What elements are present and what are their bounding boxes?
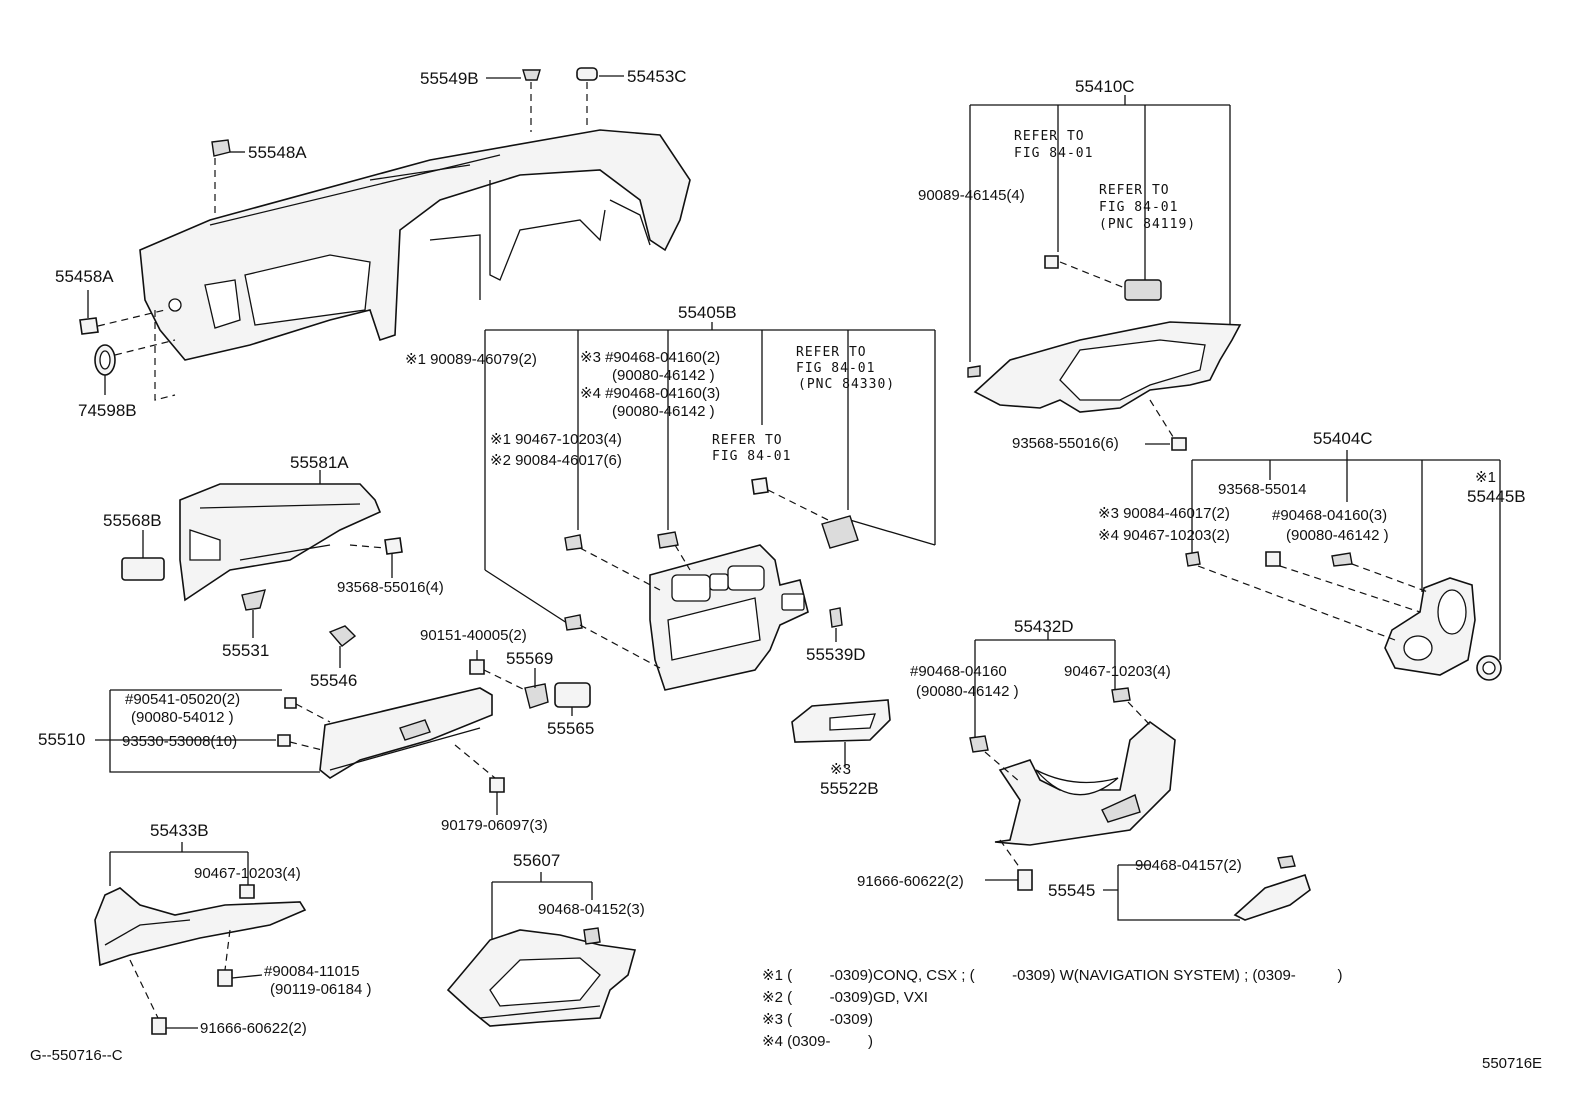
instrument-panel-drawing xyxy=(139,129,691,401)
note1-55445B-mark: ※1 xyxy=(1475,469,1496,486)
refer-3-line3: (PNC 84330) xyxy=(798,377,895,392)
image-code: 550716E xyxy=(1482,1055,1542,1072)
callout-93568-55016-4: 93568-55016(4) xyxy=(337,579,444,596)
note3-90080-46142: (90080-46142 ) xyxy=(612,367,715,384)
refer-3-line1: REFER TO xyxy=(796,345,867,360)
note1-90089-46079: ※1 90089-46079(2) xyxy=(405,351,537,368)
footnote-2: ※2 ( -0309)GD, VXI xyxy=(762,989,928,1006)
callout-55522B: 55522B xyxy=(820,779,879,798)
side-vent-panel-drawing xyxy=(1384,577,1476,676)
callout-55410C: 55410C xyxy=(1075,77,1135,96)
callout-55545: 55545 xyxy=(1048,881,1095,900)
callout-55433B: 55433B xyxy=(150,821,209,840)
ring-74598B-drawing xyxy=(94,339,176,395)
callout-91666-60622-a: 91666-60622(2) xyxy=(857,873,964,890)
component-55522B-drawing xyxy=(791,699,891,743)
center-cluster-panel-drawing xyxy=(649,544,809,691)
note3-90468-04160: ※3 #90468-04160(2) xyxy=(580,349,720,366)
steering-column-cover-drawing xyxy=(994,720,1176,846)
clip-55549B-drawing xyxy=(522,69,541,132)
callout-55569: 55569 xyxy=(506,649,553,668)
callout-90179-06097: 90179-06097(3) xyxy=(441,817,548,834)
callout-90080-46142-c: (90080-46142 ) xyxy=(916,683,1019,700)
callout-90468-04152: 90468-04152(3) xyxy=(538,901,645,918)
note4-90467-10203: ※4 90467-10203(2) xyxy=(1098,527,1230,544)
refer-1-line2: FIG 84-01 xyxy=(1014,146,1093,161)
callout-55458A: 55458A xyxy=(55,267,114,286)
figure-code: G--550716--C xyxy=(30,1047,123,1064)
callout-90468-04160-3: #90468-04160(3) xyxy=(1272,507,1387,524)
callout-90080-54012: (90080-54012 ) xyxy=(131,709,234,726)
callout-90119-06184: (90119-06184 ) xyxy=(270,981,371,998)
note4-90080-46142: (90080-46142 ) xyxy=(612,403,715,420)
callout-90467-10203-433: 90467-10203(4) xyxy=(194,865,301,882)
callout-74598B: 74598B xyxy=(78,401,137,420)
note2-90084-46017: ※2 90084-46017(6) xyxy=(490,452,622,469)
callout-55404C: 55404C xyxy=(1313,429,1373,448)
callout-91666-60622-b: 91666-60622(2) xyxy=(200,1020,307,1037)
callout-55405B: 55405B xyxy=(678,303,737,322)
footnote-4: ※4 (0309- ) xyxy=(762,1033,873,1050)
callout-93568-55014: 93568-55014 xyxy=(1218,481,1306,498)
callout-93530-53008: 93530-53008(10) xyxy=(122,733,237,750)
refer-4-line1: REFER TO xyxy=(712,433,783,448)
callout-55432D: 55432D xyxy=(1014,617,1074,636)
note4-90468-04160: ※4 #90468-04160(3) xyxy=(580,385,720,402)
glove-box-door-drawing xyxy=(319,687,493,779)
callout-55531: 55531 xyxy=(222,641,269,660)
cluster-hood-drawing xyxy=(967,255,1242,451)
callout-55510: 55510 xyxy=(38,730,85,749)
lower-panel-55433B-drawing xyxy=(94,887,307,967)
note3-55522B-mark: ※3 xyxy=(830,761,851,778)
callout-55565: 55565 xyxy=(547,719,594,738)
callout-55445B: 55445B xyxy=(1467,487,1526,506)
upper-box-drawing xyxy=(179,483,382,602)
callout-90467-10203-4: 90467-10203(4) xyxy=(1064,663,1171,680)
callout-90084-11015: #90084-11015 xyxy=(264,963,360,980)
callout-93568-55016-6: 93568-55016(6) xyxy=(1012,435,1119,452)
callout-90468-04157: 90468-04157(2) xyxy=(1135,857,1242,874)
callout-90468-04160: #90468-04160 xyxy=(910,663,1007,680)
note1-90467-10203: ※1 90467-10203(4) xyxy=(490,431,622,448)
refer-3-line2: FIG 84-01 xyxy=(796,361,875,376)
callout-55607: 55607 xyxy=(513,851,560,870)
refer-2-line3: (PNC 84119) xyxy=(1099,217,1196,232)
callout-55539D: 55539D xyxy=(806,645,866,664)
callout-55568B: 55568B xyxy=(103,511,162,530)
lower-tray-55607-drawing xyxy=(446,929,637,1027)
clip-55453C-drawing xyxy=(576,67,598,128)
callout-55548A: 55548A xyxy=(248,143,307,162)
callout-90080-46142-b: (90080-46142 ) xyxy=(1286,527,1389,544)
note3-90084-46017: ※3 90084-46017(2) xyxy=(1098,505,1230,522)
footnote-1: ※1 ( -0309)CONQ, CSX ; ( -0309) W(NAVIGA… xyxy=(762,967,1342,984)
trim-55545-drawing xyxy=(1233,873,1311,921)
clip-55458A-drawing xyxy=(79,309,166,335)
callout-90089-46145: 90089-46145(4) xyxy=(918,187,1025,204)
callout-55453C: 55453C xyxy=(627,67,687,86)
callout-90151-40005: 90151-40005(2) xyxy=(420,627,527,644)
callout-55549B: 55549B xyxy=(420,69,479,88)
callout-55546: 55546 xyxy=(310,671,357,690)
refer-2-line1: REFER TO xyxy=(1099,183,1170,198)
refer-1-line1: REFER TO xyxy=(1014,129,1085,144)
callout-55581A: 55581A xyxy=(290,453,349,472)
footnote-3: ※3 ( -0309) xyxy=(762,1011,873,1028)
clip-55548A-drawing xyxy=(211,139,245,218)
refer-2-line2: FIG 84-01 xyxy=(1099,200,1178,215)
refer-4-line2: FIG 84-01 xyxy=(712,449,791,464)
callout-90541-05020: #90541-05020(2) xyxy=(125,691,240,708)
